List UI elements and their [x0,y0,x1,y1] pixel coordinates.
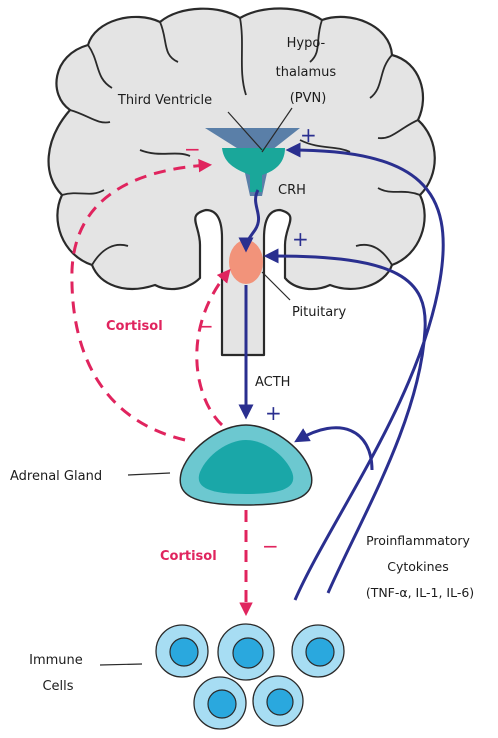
plus-sign-adrenal: + [265,401,282,425]
plus-sign-hypothalamus: + [300,123,317,147]
immune-cell [218,624,274,680]
immune-cell [194,677,246,729]
cytokines-label: Proinflammatory Cytokines (TNF-α, IL-1, … [366,533,474,600]
minus-sign-pituitary: − [197,314,214,338]
cortisol-lower-label: Cortisol [160,549,217,564]
immune-cell [253,676,303,726]
immune-cell [156,625,208,677]
adrenal-gland-leader [128,473,170,475]
cortisol-upper-label: Cortisol [106,319,163,334]
minus-sign-immune: − [262,534,279,558]
pituitary-label: Pituitary [292,305,347,320]
cytokine-to-adrenal-arrow [298,428,372,470]
adrenal-gland-label: Adrenal Gland [10,469,102,484]
immune-cells-label: Immune Cells [29,653,87,694]
brain [49,8,435,355]
third-ventricle-label: Third Ventricle [117,93,212,108]
adrenal-gland-shape [180,425,312,505]
immune-cells-leader [100,664,142,665]
plus-sign-pituitary: + [292,227,309,251]
acth-label: ACTH [255,375,290,390]
immune-cells-group [156,624,344,729]
immune-cell [292,625,344,677]
minus-sign-hypothalamus: − [184,137,201,161]
crh-label: CRH [278,183,306,198]
